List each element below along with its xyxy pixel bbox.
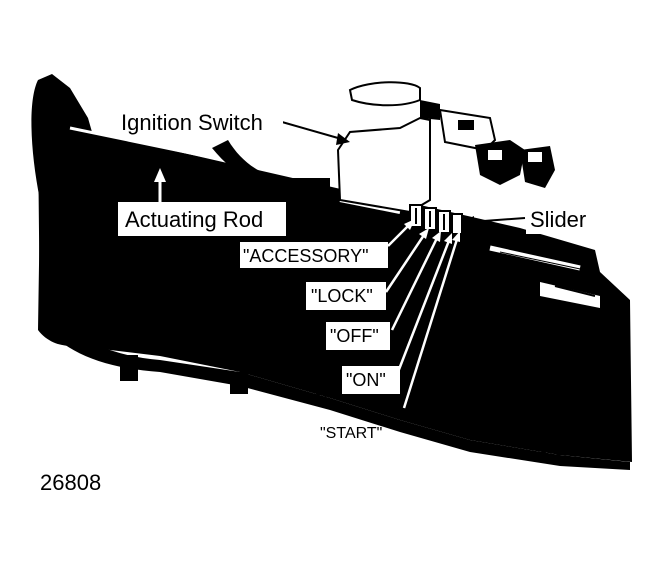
ignition-switch-housing xyxy=(212,81,555,235)
ignition-switch-arrowhead xyxy=(336,133,350,145)
slider-arrowhead xyxy=(462,216,474,228)
svg-text:Actuating Rod: Actuating Rod xyxy=(125,207,263,232)
svg-text:"START": "START" xyxy=(320,425,382,442)
svg-text:"ACCESSORY": "ACCESSORY" xyxy=(243,246,368,266)
label-slider: Slider xyxy=(526,204,600,234)
label-start: "START" xyxy=(320,425,382,442)
svg-text:Slider: Slider xyxy=(530,207,586,232)
slider-leader xyxy=(469,217,526,223)
label-off: "OFF" xyxy=(326,322,390,350)
label-on: "ON" xyxy=(342,366,400,394)
label-ignition-switch: Ignition Switch xyxy=(115,106,283,138)
svg-text:Ignition Switch: Ignition Switch xyxy=(121,110,263,135)
svg-text:"ON": "ON" xyxy=(346,370,386,390)
label-actuating-rod: Actuating Rod xyxy=(118,202,286,236)
position-arrowheads xyxy=(404,219,460,244)
svg-text:"OFF": "OFF" xyxy=(330,326,379,346)
actuating-rod-arrowhead xyxy=(154,168,166,182)
position-arrows xyxy=(384,221,460,409)
label-lock: "LOCK" xyxy=(306,282,386,310)
leader-lines xyxy=(281,121,346,141)
label-accessory: "ACCESSORY" xyxy=(240,242,388,268)
svg-text:"LOCK": "LOCK" xyxy=(311,286,373,306)
figure-number: 26808 xyxy=(40,470,101,495)
